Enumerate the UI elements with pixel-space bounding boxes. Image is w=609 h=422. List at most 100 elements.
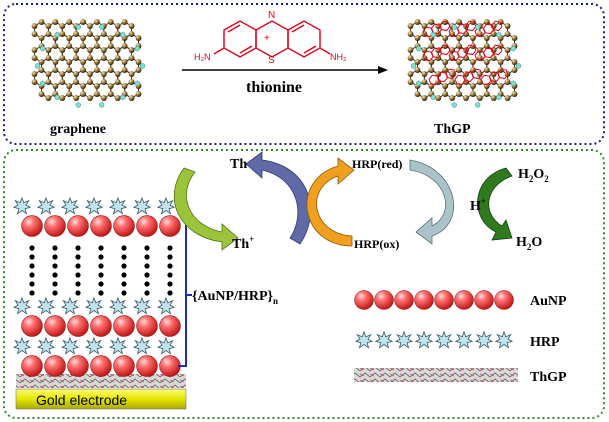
carbon-atom	[114, 23, 121, 29]
continuation-dot	[29, 272, 35, 278]
hrp-ox-label: HRP(ox)	[354, 237, 399, 251]
hrp-enzyme	[157, 297, 175, 315]
carbon-atom	[73, 55, 80, 61]
continuation-dot	[29, 245, 35, 251]
continuation-dot	[144, 281, 150, 287]
carbon-atom	[128, 31, 135, 37]
continuation-dot	[167, 263, 173, 269]
carbon-atom	[407, 71, 414, 77]
aunp-sphere	[21, 215, 43, 237]
aunp-sphere	[90, 355, 112, 377]
carbon-atom	[66, 35, 73, 41]
graphene-molecule	[31, 19, 146, 108]
continuation-dot	[98, 281, 104, 287]
carbon-atom	[107, 91, 114, 97]
layer-label: {AuNP/HRP}n	[192, 289, 278, 306]
adsorbed-thionine	[422, 44, 451, 62]
carbon-atom	[407, 23, 414, 29]
continuation-dot	[52, 254, 58, 260]
hydrogen-atom	[54, 94, 60, 100]
carbon-atom	[107, 19, 114, 25]
hydrogen-atom	[139, 63, 146, 69]
carbon-atom	[100, 71, 107, 77]
continuation-dot	[121, 290, 127, 296]
hydrogen-atom	[134, 80, 140, 87]
carbon-atom	[100, 31, 107, 37]
continuation-dot	[29, 290, 35, 296]
carbon-atom	[31, 47, 38, 53]
aunp-sphere	[67, 215, 89, 237]
hrp-enzyme	[37, 337, 55, 355]
carbon-atom	[469, 91, 476, 97]
hrp-enzyme	[157, 197, 175, 215]
carbon-atom	[80, 67, 87, 73]
carbon-atom	[504, 31, 511, 37]
carbon-atom	[107, 83, 114, 89]
carbon-atom	[121, 59, 128, 65]
carbon-atom	[80, 91, 87, 97]
carbon-atom	[114, 79, 121, 85]
carbon-atom	[121, 43, 128, 49]
carbon-atom	[511, 91, 518, 97]
carbon-atom	[135, 91, 142, 97]
carbon-atom	[45, 55, 52, 61]
carbon-atom	[128, 95, 135, 101]
continuation-dot	[29, 281, 35, 287]
thgp-label: ThGP	[434, 122, 471, 137]
hrp-enzyme	[37, 297, 55, 315]
continuation-dot	[144, 245, 150, 251]
carbon-atom	[38, 91, 45, 97]
carbon-atom	[59, 71, 66, 77]
carbon-atom	[442, 59, 449, 65]
carbon-atom	[414, 35, 421, 41]
hrp-enzyme	[13, 337, 31, 355]
aunp-sphere	[159, 355, 181, 377]
carbon-atom	[93, 19, 100, 25]
gold-electrode-label: Gold electrode	[36, 392, 127, 408]
thgp-molecule	[407, 19, 522, 108]
carbon-atom	[93, 83, 100, 89]
continuation-dot	[144, 272, 150, 278]
carbon-atom	[93, 59, 100, 65]
continuation-dot	[52, 245, 58, 251]
hrp-enzyme	[61, 297, 79, 315]
carbon-atom	[414, 91, 421, 97]
carbon-atom	[511, 59, 518, 65]
carbon-atom	[128, 79, 135, 85]
carbon-atom	[100, 47, 107, 53]
aunp-sphere	[394, 290, 414, 310]
carbon-atom	[52, 19, 59, 25]
carbon-atom	[469, 35, 476, 41]
continuation-dot	[52, 281, 58, 287]
hydrogen-atom	[515, 63, 522, 69]
carbon-atom	[107, 59, 114, 65]
carbon-atom	[59, 47, 66, 53]
hydrogen-atom	[134, 45, 140, 52]
adsorbed-thionine	[428, 68, 457, 86]
hrp-enzyme	[133, 197, 151, 215]
hrp-enzyme	[109, 297, 127, 315]
carbon-atom	[428, 19, 435, 25]
continuation-dot	[29, 263, 35, 269]
adsorbed-thionine	[448, 44, 477, 62]
carbon-atom	[428, 67, 435, 73]
legend-hrp-symbol	[355, 331, 513, 349]
carbon-atom	[38, 19, 45, 25]
carbon-atom	[135, 59, 142, 65]
carbon-atom	[38, 67, 45, 73]
hrp-enzyme	[85, 297, 103, 315]
hrp-enzyme	[85, 197, 103, 215]
aunp-sphere	[136, 315, 158, 337]
hydrogen-atom	[99, 102, 105, 108]
arrow-thplus-to-th	[245, 151, 311, 245]
carbon-atom	[93, 35, 100, 41]
hydrogen-atom	[410, 63, 417, 69]
aunp-sphere	[494, 290, 514, 310]
hydrogen-atom	[475, 24, 481, 30]
aunp-sphere	[113, 315, 135, 337]
thionine-charge: +	[264, 33, 270, 44]
continuation-dot	[144, 290, 150, 296]
carbon-atom	[476, 95, 483, 101]
carbon-atom	[421, 47, 428, 53]
